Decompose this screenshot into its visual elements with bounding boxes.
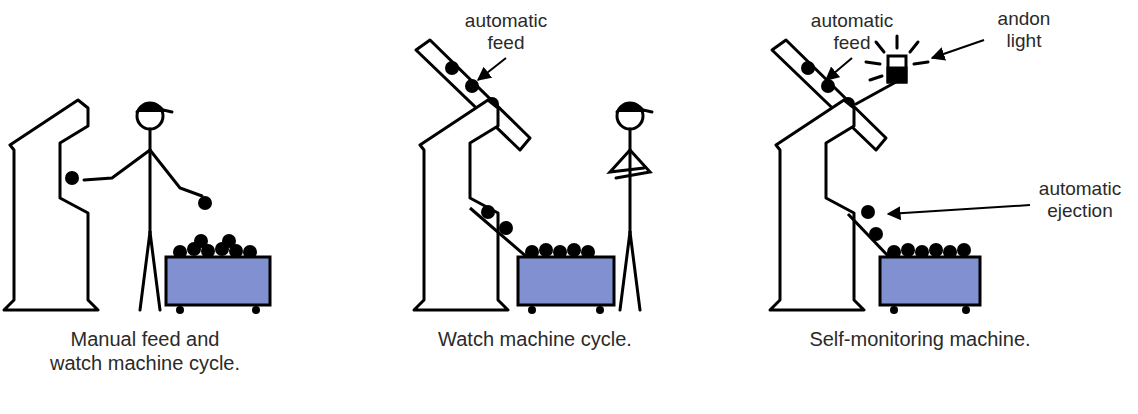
callout-label: andon light xyxy=(982,8,1066,53)
machine xyxy=(4,100,98,310)
bin xyxy=(880,243,980,314)
callout-label: automatic feed xyxy=(802,10,902,55)
callout-label: automatic feed xyxy=(456,10,556,55)
machine xyxy=(414,100,508,310)
panel-caption: Manual feed and watch machine cycle. xyxy=(46,328,244,375)
bin xyxy=(518,243,614,314)
eject-chute xyxy=(470,205,528,258)
panel-caption: Watch machine cycle. xyxy=(385,328,685,352)
operator xyxy=(610,103,652,310)
machine xyxy=(770,100,864,310)
eject-chute xyxy=(848,205,890,258)
callout-label: automatic ejection xyxy=(1026,178,1134,223)
part-ball xyxy=(198,196,212,210)
leader-arrow xyxy=(478,40,1030,214)
panel-caption: Self-monitoring machine. xyxy=(770,328,1070,352)
part-ball xyxy=(65,171,79,185)
bin xyxy=(166,234,270,314)
